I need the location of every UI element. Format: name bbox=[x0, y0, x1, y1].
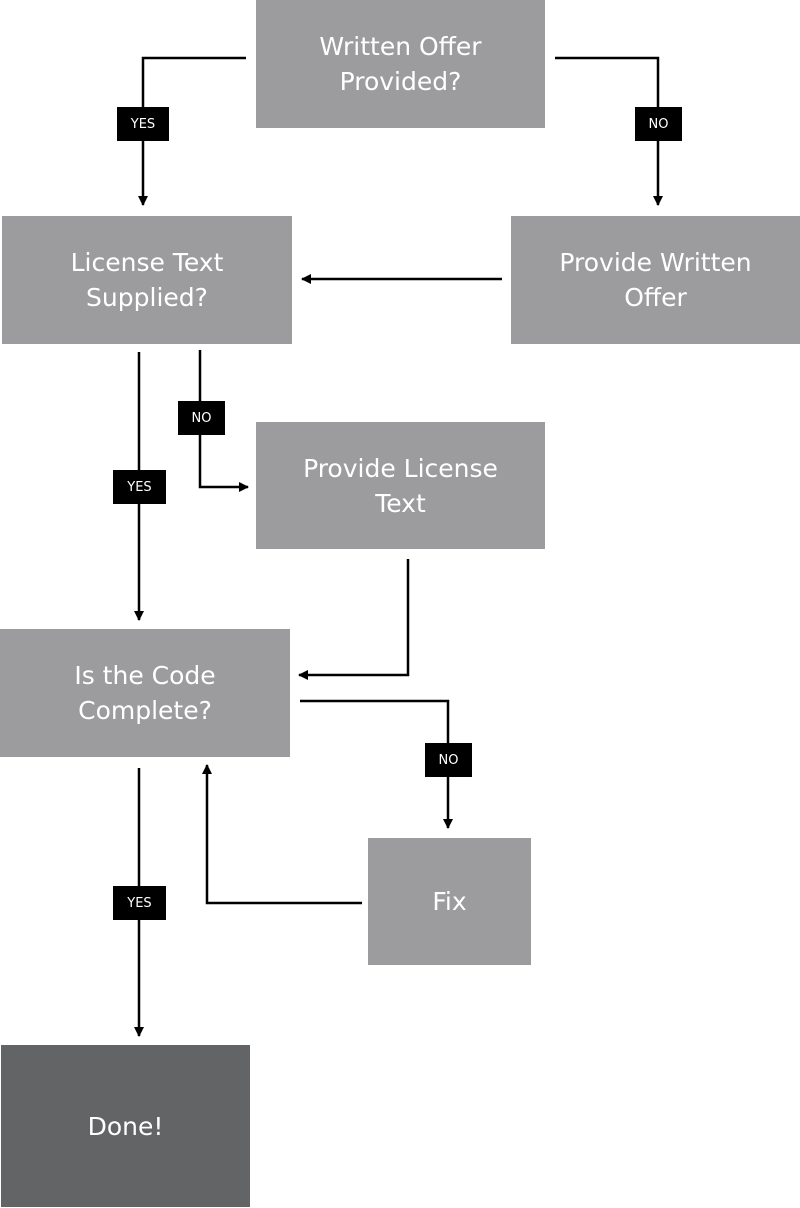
connector-offer-to-provide-no bbox=[555, 56, 663, 206]
node-provide-license-text: Provide License Text bbox=[256, 422, 545, 549]
node-provide-license-label: Provide License Text bbox=[303, 453, 498, 518]
node-done: Done! bbox=[1, 1045, 250, 1207]
node-provide-written-offer: Provide Written Offer bbox=[511, 216, 800, 344]
label-yes-license: YES bbox=[113, 470, 166, 504]
node-fix-label: Fix bbox=[432, 887, 467, 916]
connector-offer-to-license-yes bbox=[138, 56, 246, 206]
label-no-license: NO bbox=[178, 401, 225, 435]
label-yes-offer: YES bbox=[117, 107, 169, 141]
connector-license-to-provide-license-no bbox=[198, 350, 249, 492]
node-is-code-complete: Is the Code Complete? bbox=[0, 629, 290, 757]
node-fix: Fix bbox=[368, 838, 531, 965]
label-no-offer: NO bbox=[635, 107, 682, 141]
node-license-text-label: License Text Supplied? bbox=[70, 248, 224, 312]
connector-fix-to-complete bbox=[202, 764, 362, 905]
label-no-complete: NO bbox=[425, 743, 472, 777]
connector-provide-license-to-complete bbox=[298, 559, 410, 680]
node-done-label: Done! bbox=[87, 1111, 164, 1141]
connector-complete-to-fix-no bbox=[300, 699, 453, 829]
node-written-offer-label: Written Offer Provided? bbox=[319, 32, 482, 96]
node-written-offer-provided: Written Offer Provided? bbox=[256, 0, 545, 128]
node-provide-offer-label: Provide Written Offer bbox=[559, 248, 752, 312]
node-license-text-supplied: License Text Supplied? bbox=[2, 216, 292, 344]
node-code-complete-label: Is the Code Complete? bbox=[74, 661, 216, 725]
label-yes-complete: YES bbox=[113, 886, 166, 920]
